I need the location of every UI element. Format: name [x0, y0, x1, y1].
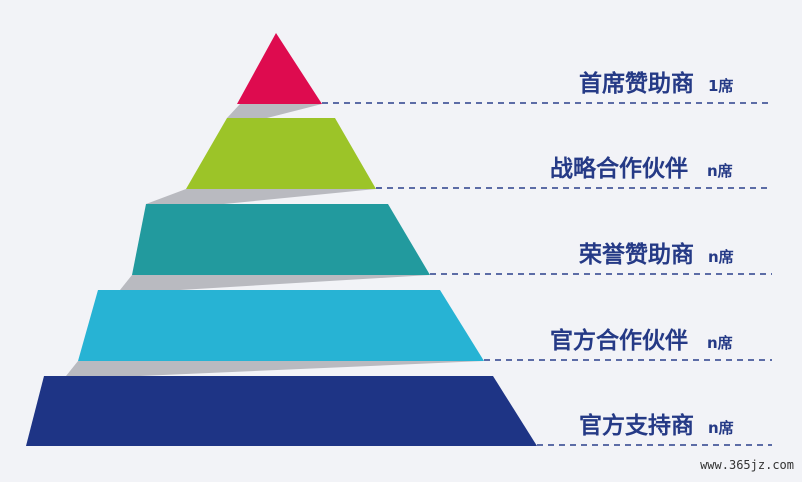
tier-seats-chief-sponsor: 1席: [708, 77, 733, 95]
tier-shape-official-supporter: [26, 376, 537, 446]
ribbon-connector-2: [146, 189, 376, 204]
tier-name-chief-sponsor: 首席赞助商: [579, 70, 694, 97]
tier-shape-honorary-sponsor: [132, 204, 430, 275]
tier-name-official-partner: 官方合作伙伴: [550, 327, 688, 354]
tier-shape-chief-sponsor: [237, 33, 322, 104]
tier-seats-official-partner: n席: [707, 334, 733, 352]
tier-name-honorary-sponsor: 荣誉赞助商: [578, 241, 694, 268]
tier-shape-strategic-partner: [186, 118, 376, 189]
tier-seats-official-supporter: n席: [708, 419, 734, 437]
ribbon-connector-3: [120, 275, 430, 290]
ribbon-connector-1: [227, 104, 322, 118]
watermark-text: www.365jz.com: [700, 458, 794, 472]
tier-name-strategic-partner: 战略合作伙伴: [550, 155, 688, 182]
ribbon-connector-4: [66, 361, 484, 376]
tier-seats-strategic-partner: n席: [707, 162, 733, 180]
tier-name-official-supporter: 官方支持商: [579, 412, 694, 439]
tier-shape-official-partner: [78, 290, 484, 361]
tier-seats-honorary-sponsor: n席: [708, 248, 734, 266]
